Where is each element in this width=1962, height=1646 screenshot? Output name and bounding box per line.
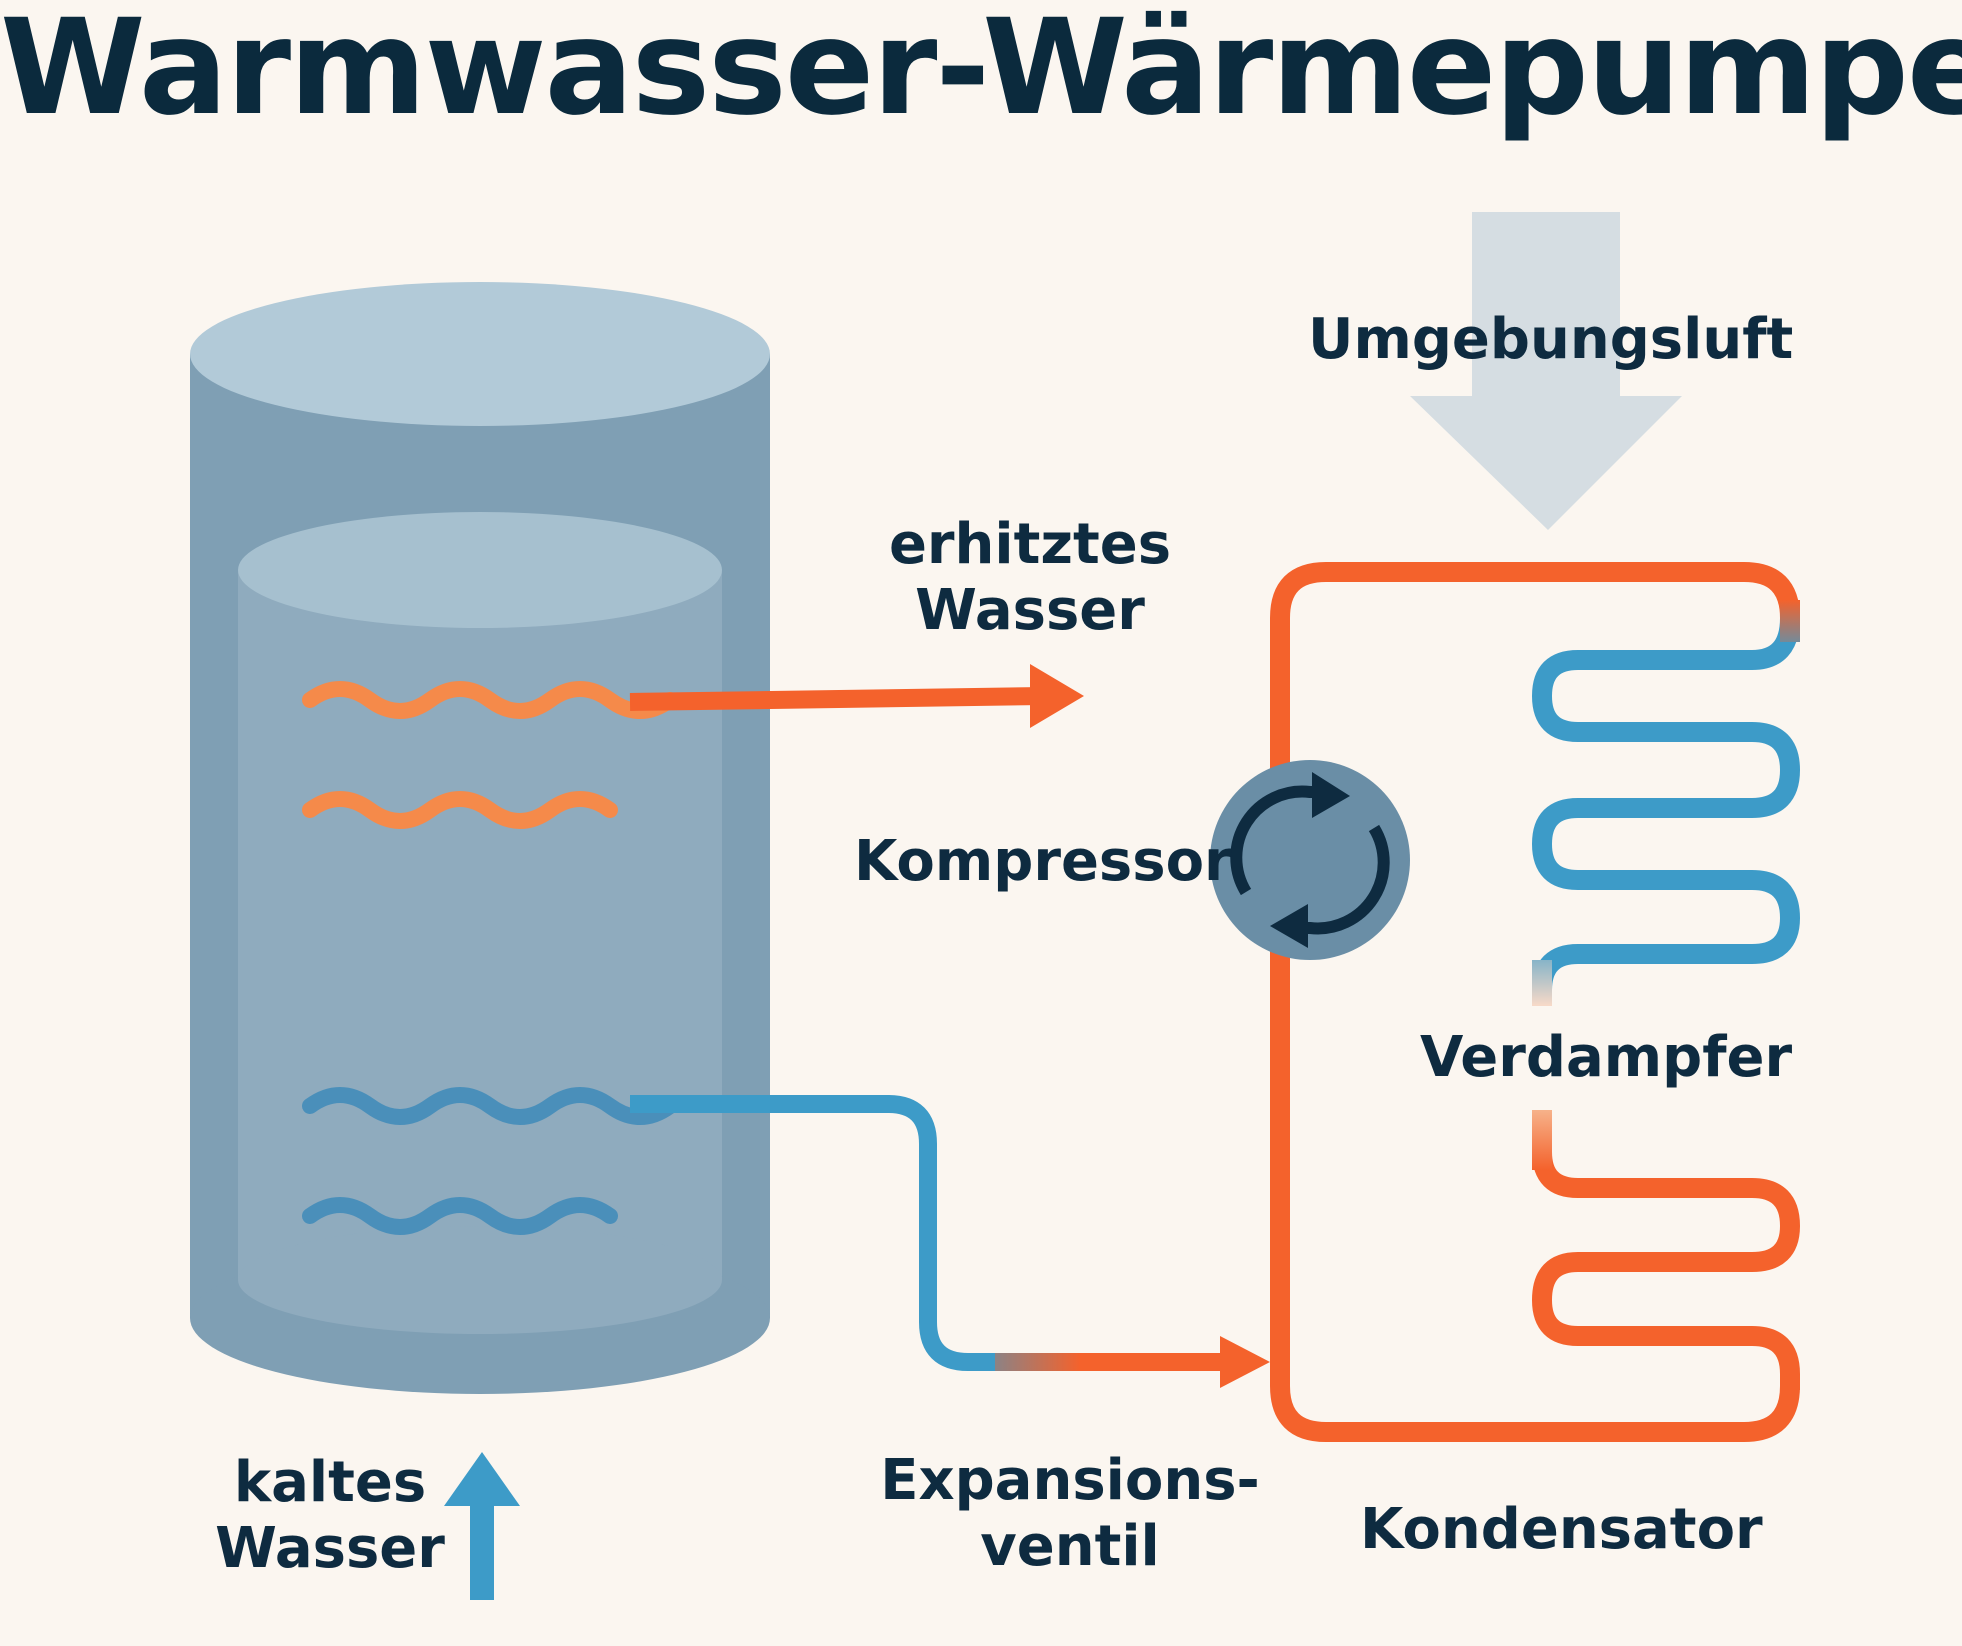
page-title: Warmwasser-Wärmepumpe [0,0,1962,145]
label-expansion-valve-line1: Expansions- [880,1448,1260,1513]
cold-water-wave-2 [302,1197,618,1235]
hot-water-wave-1 [302,681,678,719]
compressor [1210,760,1410,960]
circular-arrows-icon [1230,772,1390,948]
heated-water-arrow-icon [629,664,1084,728]
hot-water-wave-2 [302,791,618,829]
label-cold-water-line2: Wasser [215,1516,445,1582]
label-expansion-valve: Expansions- ventil [870,1448,1270,1580]
condenser-coil [1532,1110,1800,1390]
label-compressor: Kompressor [854,829,1232,894]
label-heated-water-line1: erhitztes [888,512,1172,577]
label-cold-water: kaltes Wasser [200,1450,460,1582]
label-heated-water-line2: Wasser [915,578,1145,644]
refrigerant-loop [1270,562,1800,1360]
ambient-air-arrow-icon [1410,212,1682,530]
label-ambient-air: Umgebungsluft [1308,307,1794,372]
water-tank [190,282,770,1394]
label-condenser: Kondensator [1360,1497,1763,1562]
label-expansion-valve-line2: ventil [980,1514,1160,1580]
label-cold-water-line1: kaltes [233,1450,427,1515]
label-heated-water: erhitztes Wasser [880,512,1180,644]
condenser-return-pipe [1270,1360,1800,1442]
label-evaporator: Verdampfer [1420,1025,1793,1090]
evaporator-coil [1532,617,1800,1004]
cold-water-arrow-icon [444,1452,520,1600]
cold-water-wave-1 [302,1087,678,1125]
expansion-valve-arrow-icon [1220,1336,1270,1388]
cold-pipe [630,1095,1000,1371]
